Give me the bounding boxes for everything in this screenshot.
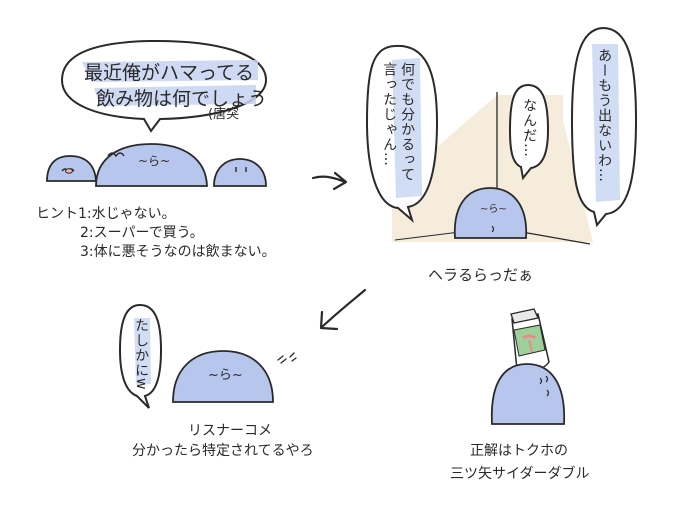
blob-face-marks: ~ら~ [138, 154, 171, 168]
laughing-blob [172, 350, 297, 403]
tashikani-text: たしかにw [133, 318, 150, 391]
arrow-right [311, 171, 348, 191]
quiz-question-line-2: 飲み物は何でしょう [96, 88, 268, 110]
hint-2: 2:スーパーで買う。 [80, 225, 204, 241]
bubble-right-highlight [592, 44, 620, 202]
sudden-aside: (唐突 [208, 107, 240, 122]
bubble-left-highlight [392, 58, 422, 198]
arrow-down-left [319, 288, 367, 331]
panel-2 [365, 26, 638, 245]
sad-blob-face: ~ら~ [480, 204, 507, 215]
drink-bottle [510, 308, 550, 373]
answer-line-1: 正解はトクホの [470, 443, 568, 459]
bubble-middle-text: なんだ… [521, 98, 538, 158]
listener-comment-line-2: 分かったら特定されてるやろ [132, 443, 314, 459]
bubble-middle [508, 83, 550, 181]
laughing-blob-face: ~ら~ [208, 368, 243, 383]
panel-4 [490, 308, 565, 425]
bubble-left-col-2: 言ったじゃん… [381, 62, 398, 167]
sad-blob [453, 187, 527, 239]
drinking-blob [490, 363, 565, 425]
small-blob-left [46, 155, 97, 182]
hint-1: ヒント1:水じゃない。 [36, 206, 176, 222]
hint-3: 3:体に悪そうなのは飲まない。 [80, 244, 276, 260]
floor-line [521, 231, 591, 245]
panel-2-caption: ヘラるらっだぁ [428, 266, 534, 284]
bubble-tashikani-highlight [134, 318, 151, 385]
big-blob-middle [95, 143, 208, 187]
bubble-right-text: あーもう出ないわ… [596, 48, 613, 183]
bubble-highlight [82, 60, 258, 106]
panel-1 [46, 39, 268, 187]
panel-3 [118, 303, 297, 409]
answer-line-2: 三ツ矢サイダーダブル [450, 466, 590, 482]
listener-comment-line-1: リスナーコメ [188, 423, 272, 439]
bubble-left-col-1: 何でも分かるって [399, 62, 416, 182]
quiz-question-line-1: 最近俺がハマってる [84, 62, 255, 84]
small-blob-right [213, 158, 267, 187]
floor-line-left [394, 231, 461, 241]
